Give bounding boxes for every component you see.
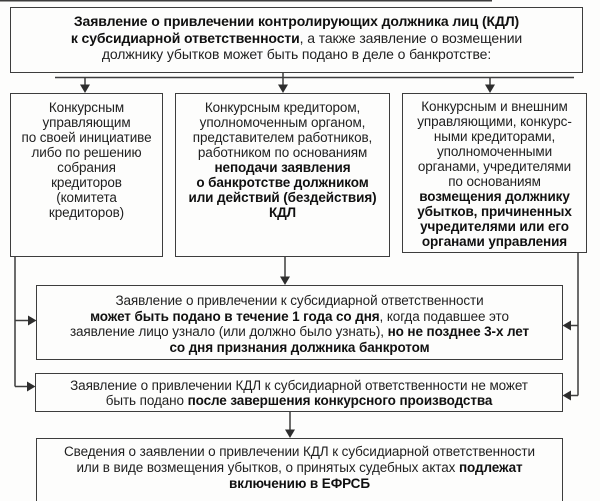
arrow-left-icon xyxy=(562,320,571,331)
arrow-down-icon xyxy=(285,429,295,438)
arrow-down-icon xyxy=(80,84,90,93)
arrow-down-icon xyxy=(280,276,290,285)
arrow-left-icon xyxy=(562,390,571,401)
title-regular-text: , а также заявление о возмещении должник… xyxy=(101,29,523,63)
box-title: Заявление о привлечении контролирующих д… xyxy=(10,7,583,73)
box-bankruptcy-trustee: Конкурсным управляющим по своей инициати… xyxy=(10,93,163,257)
box-after-closure-rule: Заявление о привлечении КДЛ к субсидиарн… xyxy=(35,373,563,412)
damages-bold-text: возмещения должнику убытков, причиненных… xyxy=(417,189,572,249)
box-efrsb-disclosure: Сведения о заявлении о привлечении КДЛ к… xyxy=(36,438,563,501)
deadline-regular2-text: , когда подавшее это заявление лицо узна… xyxy=(69,308,509,340)
deadline-bold2-text: но не позднее 3-х лет со дня признания д… xyxy=(169,324,530,355)
nonfiling-bold-text: неподачи заявления о банкротстве должник… xyxy=(188,160,377,220)
closure-bold-text: после завершения конкурсного производств… xyxy=(187,393,493,408)
deadline-regular1-text: Заявление о привлечении к субсидиарной о… xyxy=(115,293,484,308)
nonfiling-regular-text: Конкурсным кредитором, уполномоченным ор… xyxy=(192,100,373,160)
title-bold-text: Заявление о привлечении контролирующих д… xyxy=(70,13,520,46)
closure-regular-text: Заявление о привлечении КДЛ к субсидиарн… xyxy=(70,378,528,408)
arrow-down-icon xyxy=(485,84,495,93)
trustee-text: Конкурсным управляющим по своей инициати… xyxy=(21,100,152,220)
deadline-bold1-text: может быть подано в течение 1 года со дн… xyxy=(90,308,380,324)
efrsb-bold-text: подлежат включению в ЕФРСБ xyxy=(229,460,523,491)
arrow-down-icon xyxy=(278,84,288,93)
box-filing-deadline: Заявление о привлечении к субсидиарной о… xyxy=(36,285,563,360)
box-damages-grounds: Конкурсным и внешним управляющими, конку… xyxy=(402,93,587,253)
efrsb-regular-text: Сведения о заявлении о привлечении КДЛ к… xyxy=(64,444,535,475)
box-creditor-nonfiling-grounds: Конкурсным кредитором, уполномоченным ор… xyxy=(175,93,390,257)
damages-regular-text: Конкурсным и внешним управляющими, конку… xyxy=(417,99,572,189)
